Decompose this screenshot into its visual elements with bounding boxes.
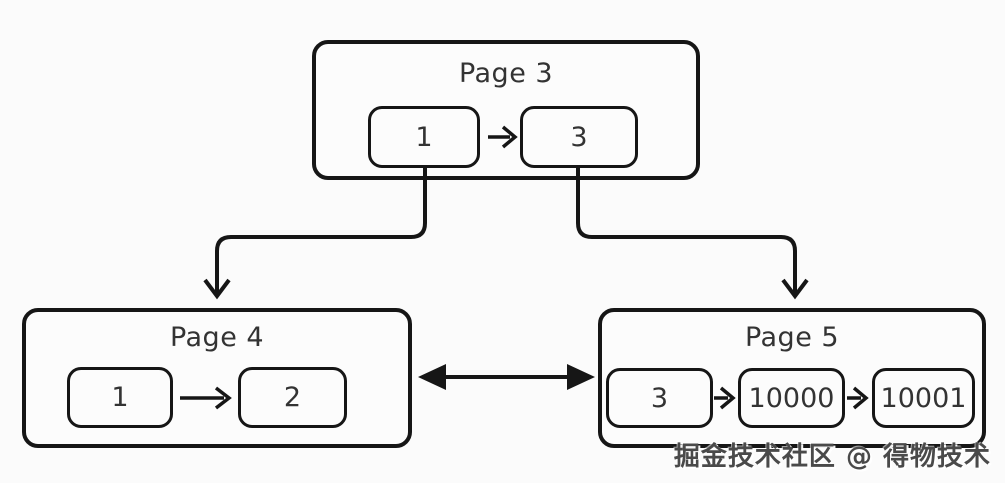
page5-cell-10001: 10001 — [872, 368, 975, 428]
page4-cell-2: 2 — [238, 367, 347, 428]
edge-page3-to-page4 — [203, 168, 427, 300]
node-page5: Page 5 3 10000 10001 — [598, 308, 986, 448]
page3-cell-1: 1 — [368, 106, 480, 168]
page5-cell-10000: 10000 — [738, 368, 845, 428]
node-page4: Page 4 1 2 — [22, 308, 412, 448]
edge-page3-to-page5 — [576, 168, 809, 300]
page5-label: Page 5 — [744, 322, 840, 353]
edge-page4-page5-bidirectional — [418, 364, 595, 390]
page3-cell-3: 3 — [520, 106, 638, 168]
page4-label: Page 4 — [169, 322, 265, 353]
node-page3: Page 3 1 3 — [312, 40, 700, 180]
page4-cell-1: 1 — [67, 367, 173, 428]
page3-label: Page 3 — [458, 58, 554, 89]
page5-cell-3: 3 — [606, 368, 713, 428]
watermark-text: 掘金技术社区 @ 得物技术 — [673, 442, 991, 472]
